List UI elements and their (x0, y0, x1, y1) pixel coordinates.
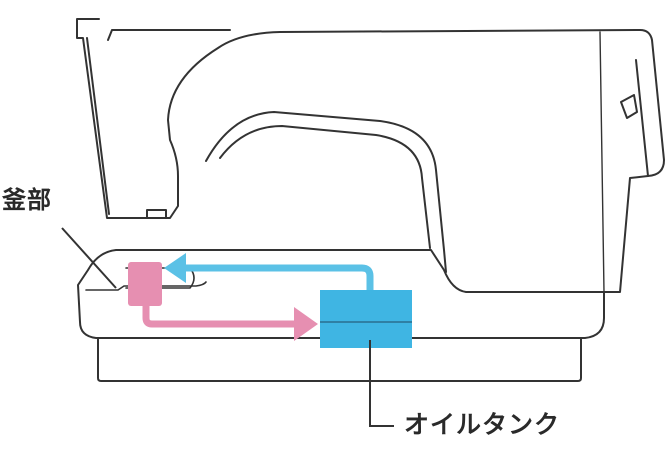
machine-body-outline (76, 18, 665, 293)
oil-return-arrowhead (164, 253, 186, 283)
oil-return-path (182, 264, 374, 296)
oil-supply-arrowhead (294, 307, 318, 341)
oil-tank (320, 290, 412, 348)
oil-tank-label: オイルタンク (404, 410, 561, 439)
hook-label: 釜部 (2, 186, 52, 214)
machine-column-edge (86, 37, 110, 215)
hook-leader-line (61, 227, 117, 289)
machine-arm-throat-inner (219, 125, 431, 249)
presser-foot-tab (146, 209, 167, 219)
machine-body-seam (599, 31, 605, 293)
machine-head-line (107, 29, 231, 41)
machine-arm-throat (205, 111, 447, 273)
machine-bed-outline (77, 249, 605, 339)
machine-base-outline (97, 337, 582, 382)
hand-wheel-cap (620, 94, 638, 119)
hand-wheel-side (635, 59, 649, 177)
oil-supply-path (142, 296, 298, 328)
hook-part (128, 262, 162, 306)
oil-tank-leader-line (369, 340, 394, 427)
